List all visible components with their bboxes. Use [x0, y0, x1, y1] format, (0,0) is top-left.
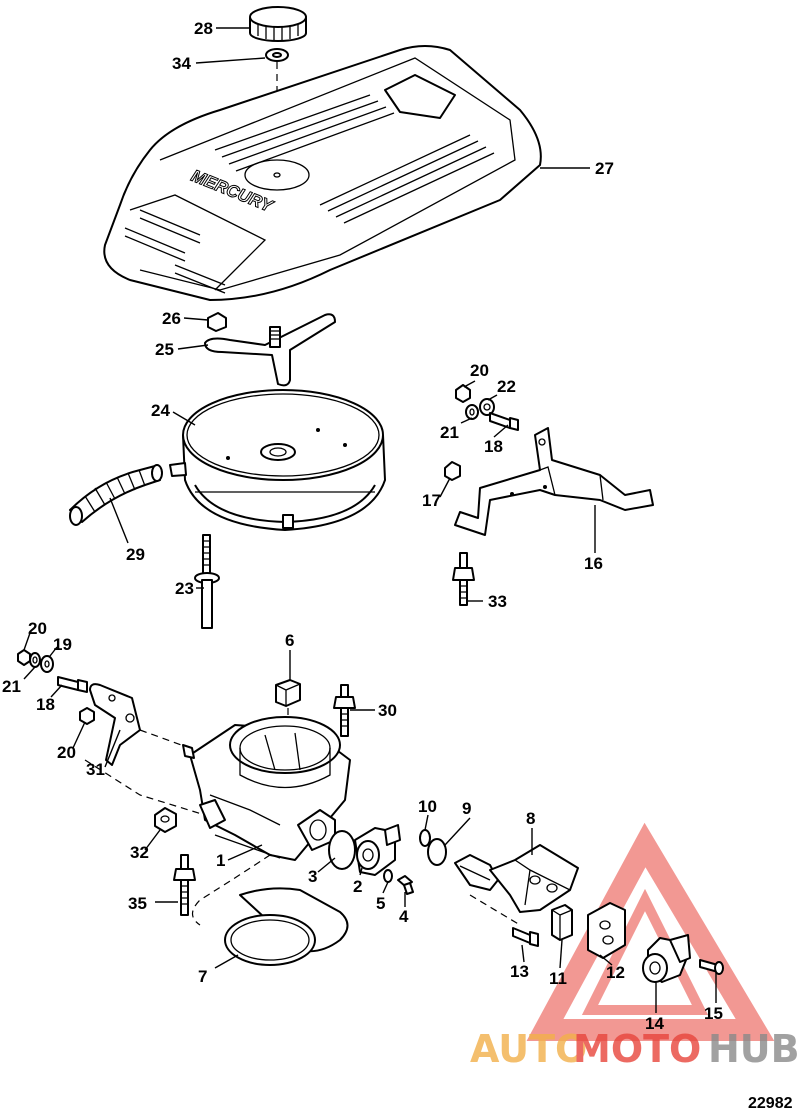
part-7-gasket — [224, 887, 349, 966]
label-8: 8 — [526, 809, 535, 828]
label-2: 2 — [353, 877, 362, 896]
part-11-connector-block — [551, 904, 573, 941]
part-32-nut — [154, 807, 177, 833]
part-16-mounting-bracket — [454, 427, 654, 536]
part-23-stud — [194, 534, 220, 629]
part-30-stud-bolt — [333, 684, 356, 737]
label-21: 21 — [440, 423, 459, 442]
part-18-bolt-left — [57, 676, 88, 693]
part-29-vent-hose — [69, 464, 163, 526]
label-35: 35 — [128, 894, 147, 913]
label-9: 9 — [462, 799, 471, 818]
label-16: 16 — [584, 554, 603, 573]
part-14-valve-assembly — [642, 934, 691, 983]
label-32: 32 — [130, 843, 149, 862]
part-26-nut — [207, 312, 227, 332]
label-25: 25 — [155, 340, 174, 359]
leader-lines — [23, 27, 717, 1013]
watermark-moto: MOTO — [573, 1027, 701, 1071]
label-34: 34 — [172, 54, 191, 73]
label-4: 4 — [399, 907, 409, 926]
part-22-spacer — [479, 398, 495, 416]
part-28-fill-cap — [249, 6, 307, 42]
part-20-nut-upper — [455, 384, 471, 403]
watermark-hub: HUB — [708, 1027, 800, 1071]
label-23: 23 — [175, 579, 194, 598]
label-18: 18 — [484, 437, 503, 456]
label-20-left: 20 — [28, 619, 47, 638]
part-15-screw — [699, 959, 724, 975]
label-33: 33 — [488, 592, 507, 611]
label-21-left: 21 — [2, 677, 21, 696]
label-17: 17 — [422, 491, 441, 510]
label-28: 28 — [194, 19, 213, 38]
part-2-throttle-position-sensor — [354, 824, 401, 876]
label-13: 13 — [510, 962, 529, 981]
part-12-gasket — [587, 902, 626, 959]
label-20: 20 — [470, 361, 489, 380]
part-31-throttle-bracket — [89, 683, 141, 766]
label-31: 31 — [86, 760, 105, 779]
label-22: 22 — [497, 377, 516, 396]
label-14: 14 — [645, 1014, 664, 1033]
callout-labels: 28 34 27 26 25 20 22 21 18 24 17 29 16 2… — [2, 19, 723, 1033]
part-8-idle-air-control — [454, 844, 579, 913]
part-1-throttle-body — [182, 716, 351, 861]
label-6: 6 — [285, 631, 294, 650]
label-29: 29 — [126, 545, 145, 564]
label-19: 19 — [53, 635, 72, 654]
part-21-washer-upper — [465, 404, 479, 420]
label-7: 7 — [198, 967, 207, 986]
label-24: 24 — [151, 401, 170, 420]
part-4-screw — [397, 875, 414, 895]
part-20-nut-left — [17, 649, 31, 666]
part-13-screw — [512, 927, 539, 947]
label-18-left: 18 — [36, 695, 55, 714]
part-9-o-ring — [427, 838, 447, 866]
label-1: 1 — [216, 851, 225, 870]
part-35-stud — [173, 854, 196, 916]
part-19-spacer — [40, 655, 54, 673]
part-34-washer — [265, 48, 289, 62]
label-27: 27 — [595, 159, 614, 178]
figure-number: 22982 — [748, 1095, 793, 1112]
part-21-washer-left — [29, 652, 41, 668]
label-12: 12 — [606, 963, 625, 982]
part-6-sensor-block — [275, 679, 301, 707]
label-30: 30 — [378, 701, 397, 720]
label-5: 5 — [376, 894, 385, 913]
watermark-text: AUTO MOTO HUB — [470, 1027, 800, 1071]
part-17-nut — [444, 461, 461, 481]
part-24-flame-arrestor — [169, 389, 386, 531]
part-20-nut-lower — [79, 707, 95, 725]
part-10-o-ring-small — [419, 829, 431, 847]
label-15: 15 — [704, 1004, 723, 1023]
part-3-o-ring-gasket — [328, 830, 356, 870]
label-10: 10 — [418, 797, 437, 816]
part-5-washer — [383, 869, 393, 883]
watermark-auto: AUTO — [470, 1027, 587, 1071]
part-18-bolt-upper — [489, 412, 519, 431]
label-3: 3 — [308, 867, 317, 886]
label-11: 11 — [549, 969, 567, 988]
part-33-stud-bolt — [452, 552, 475, 606]
label-20-lower: 20 — [57, 743, 76, 762]
part-27-engine-cover: MERCURY — [103, 45, 542, 301]
part-25-bracket — [204, 313, 336, 387]
label-26: 26 — [162, 309, 181, 328]
